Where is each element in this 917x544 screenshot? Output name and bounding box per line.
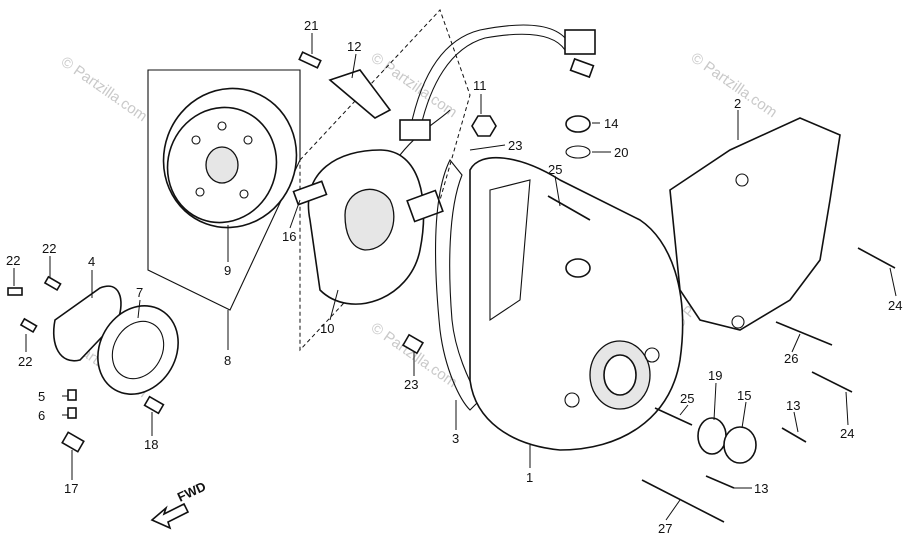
bolt-25b (654, 407, 693, 426)
wire-clamp (328, 69, 392, 119)
cover-4 (53, 285, 122, 362)
callouts: 1 2 3 4 5 6 7 8 9 10 11 12 13 13 14 15 1… (6, 18, 902, 536)
pin-6 (67, 407, 77, 419)
callout-24b: 24 (840, 426, 854, 441)
callout-5: 5 (38, 389, 45, 404)
callout-18: 18 (144, 437, 158, 452)
callout-4: 4 (88, 254, 95, 269)
callout-16: 16 (282, 229, 296, 244)
callout-22c: 22 (18, 354, 32, 369)
callout-20: 20 (614, 145, 628, 160)
callout-9: 9 (224, 263, 231, 278)
screw-22a (7, 287, 23, 296)
callout-22b: 22 (42, 241, 56, 256)
o-ring-19 (697, 417, 727, 455)
callout-2: 2 (734, 96, 741, 111)
bolt-13a (781, 427, 807, 443)
nut-11 (471, 115, 497, 137)
fwd-arrow-icon (150, 502, 190, 530)
dowel-23 (401, 333, 425, 355)
crankcase-cover (469, 156, 684, 451)
flywheel-rotor (162, 87, 298, 229)
fwd-label: FWD (175, 479, 208, 505)
flywheel-assembly-outline (147, 69, 301, 311)
bolt-24b (811, 371, 853, 393)
screw-22b (43, 275, 62, 292)
callout-25b: 25 (680, 391, 694, 406)
screw-22c (19, 317, 38, 334)
spring-5 (67, 389, 77, 401)
callout-21: 21 (304, 18, 318, 33)
callout-11: 11 (473, 78, 487, 93)
callout-14: 14 (604, 116, 618, 131)
bolt-24a (857, 247, 896, 269)
callout-19: 19 (708, 368, 722, 383)
leader-lines (13, 33, 897, 521)
bolt-27 (641, 479, 725, 523)
dowel-17 (61, 431, 85, 453)
callout-10: 10 (320, 321, 334, 336)
o-ring-20 (565, 145, 591, 159)
callout-1: 1 (526, 470, 533, 485)
dowel-18 (143, 395, 165, 415)
callout-24a: 24 (888, 298, 902, 313)
bolt-16 (292, 180, 328, 206)
plug-14 (565, 115, 591, 133)
bolt-26 (775, 321, 833, 346)
wire-harness (399, 24, 596, 141)
callout-6: 6 (38, 408, 45, 423)
callout-13a: 13 (786, 398, 800, 413)
callout-23b: 23 (404, 377, 418, 392)
screw-21 (298, 51, 322, 69)
callout-15: 15 (737, 388, 751, 403)
cap-15 (723, 426, 757, 464)
bolt-25a (547, 195, 591, 221)
callout-25a: 25 (548, 162, 562, 177)
callout-13b: 13 (754, 481, 768, 496)
callout-27: 27 (658, 521, 672, 536)
gasket (434, 158, 481, 411)
sprocket-cover (669, 117, 841, 331)
callout-22a: 22 (6, 253, 20, 268)
callout-7: 7 (136, 285, 143, 300)
callout-3: 3 (452, 431, 459, 446)
callout-26: 26 (784, 351, 798, 366)
watermark: © Partzilla.com (58, 53, 151, 125)
callout-17: 17 (64, 481, 78, 496)
fwd-indicator: FWD (150, 479, 208, 530)
callout-8: 8 (224, 353, 231, 368)
bolt-13b (705, 475, 735, 489)
callout-23a: 23 (508, 138, 522, 153)
callout-12: 12 (347, 39, 361, 54)
stator-assembly-outline (299, 9, 471, 352)
